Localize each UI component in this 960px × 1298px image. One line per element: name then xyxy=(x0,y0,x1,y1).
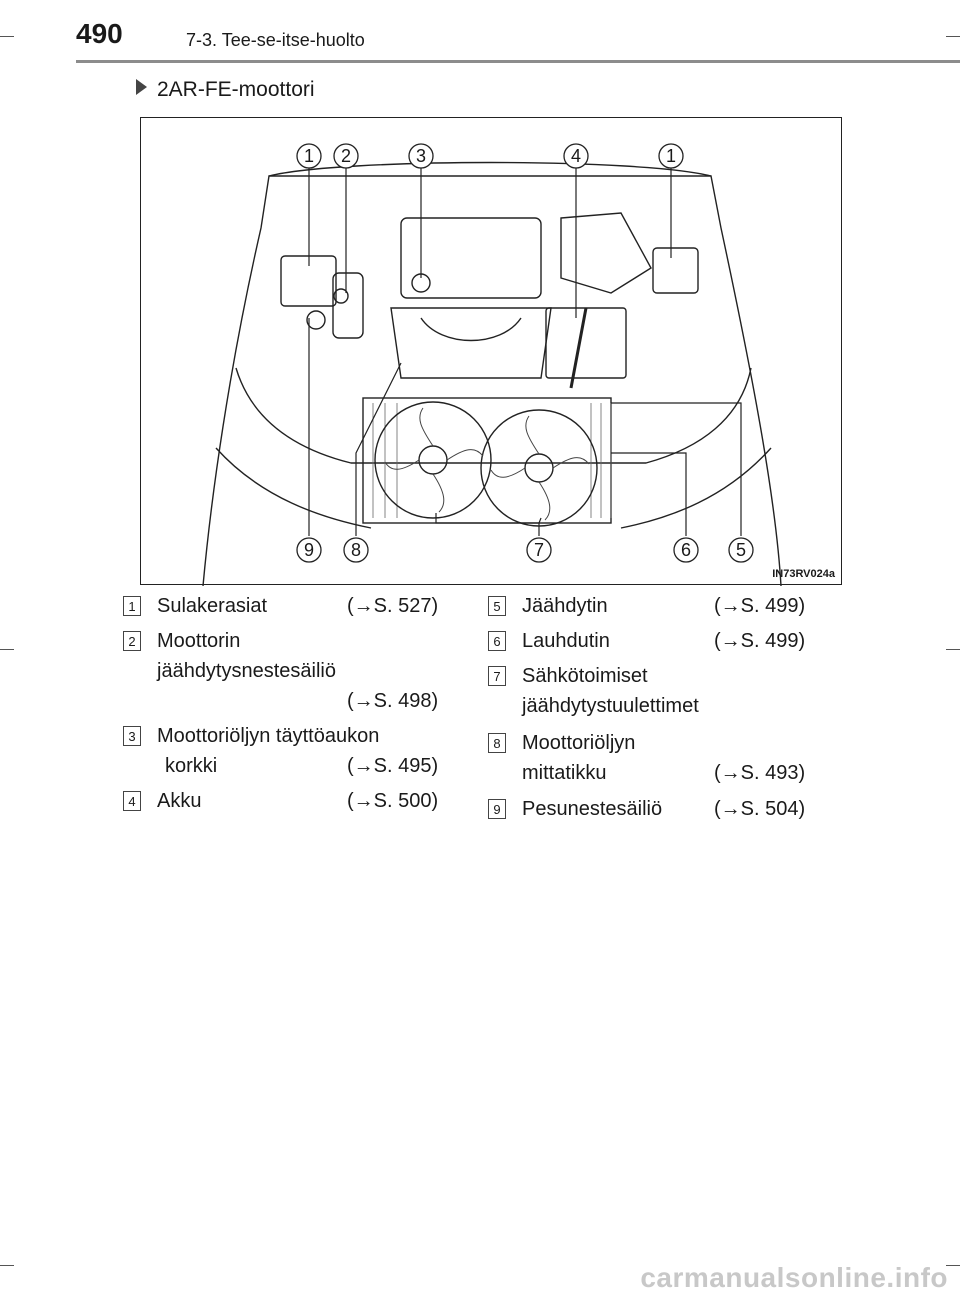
page-ref: (→S. 499) xyxy=(714,595,806,617)
triangle-bullet-icon xyxy=(136,79,147,95)
legend-label: jäähdytystuulettimet xyxy=(522,695,699,717)
legend-badge: 8 xyxy=(488,733,506,753)
legend-badge: 4 xyxy=(123,791,141,811)
callout-bottom-4: 6 xyxy=(681,540,691,560)
legend-item-8: 8 Moottoriöljyn mittatikku (→S. 493) xyxy=(488,728,805,788)
legend-label: Sulakerasiat xyxy=(157,595,268,617)
legend-badge: 3 xyxy=(123,726,141,746)
subheading-text: 2AR-FE-moottori xyxy=(157,78,315,101)
legend-label: Lauhdutin xyxy=(522,630,610,652)
page-ref: (→S. 527) xyxy=(347,595,439,617)
crop-mark xyxy=(946,1265,960,1266)
callout-top-3: 3 xyxy=(416,146,426,166)
legend-item-4: 4 Akku (→S. 500) xyxy=(123,786,438,816)
header-rule xyxy=(76,60,960,63)
section-title: 7-3. Tee-se-itse-huolto xyxy=(186,30,365,50)
legend-label: Jäähdytin xyxy=(522,595,608,617)
crop-mark xyxy=(0,1265,14,1266)
callout-top-5: 1 xyxy=(666,146,676,166)
legend-label: Moottoriöljyn xyxy=(522,732,636,754)
crop-mark xyxy=(0,649,14,650)
callout-bottom-3: 7 xyxy=(534,540,544,560)
crop-mark xyxy=(946,649,960,650)
engine-bay-figure: 1 2 3 4 1 9 8 7 6 5 IN73RV024a xyxy=(140,117,842,586)
callout-bottom-1: 9 xyxy=(304,540,314,560)
legend-label: jäähdytysnestesäiliö xyxy=(157,660,336,682)
legend-label: Sähkötoimiset xyxy=(522,665,648,687)
callout-top-1: 1 xyxy=(304,146,314,166)
legend-badge: 5 xyxy=(488,596,506,616)
legend-badge: 1 xyxy=(123,596,141,616)
page-ref: (→S. 495) xyxy=(347,755,439,777)
page-ref: (→S. 493) xyxy=(714,762,806,784)
page-ref: (→S. 504) xyxy=(714,798,806,820)
engine-bay-illustration: 1 2 3 4 1 9 8 7 6 5 xyxy=(202,143,782,586)
legend-item-9: 9 Pesunestesäiliö (→S. 504) xyxy=(488,794,805,824)
legend-label: Moottoriöljyn täyttöaukon xyxy=(157,725,380,747)
page-ref: (→S. 498) xyxy=(347,690,439,712)
legend-label: Pesunestesäiliö xyxy=(522,798,663,820)
legend-badge: 6 xyxy=(488,631,506,651)
crop-mark xyxy=(0,36,14,37)
callout-bottom-5: 5 xyxy=(736,540,746,560)
page-number: 490 xyxy=(76,18,123,49)
crop-mark xyxy=(946,36,960,37)
callout-top-4: 4 xyxy=(571,146,581,166)
legend-badge: 7 xyxy=(488,666,506,686)
legend-label: Akku xyxy=(157,790,202,812)
legend-item-5: 5 Jäähdytin (→S. 499) xyxy=(488,591,805,621)
callout-top-2: 2 xyxy=(341,146,351,166)
legend-label: korkki xyxy=(165,755,218,777)
legend-badge: 9 xyxy=(488,799,506,819)
legend-label: mittatikku xyxy=(522,762,607,784)
legend-item-7: 7 Sähkötoimiset jäähdytystuulettimet xyxy=(488,661,699,721)
watermark: carmanualsonline.info xyxy=(640,1262,948,1293)
page-ref: (→S. 500) xyxy=(347,790,439,812)
legend-item-1: 1 Sulakerasiat (→S. 527) xyxy=(123,591,438,621)
legend-item-2: 2 Moottorin jäähdytysnestesäiliö (→S. 49… xyxy=(123,626,438,712)
legend-item-3: 3 Moottoriöljyn täyttöaukon korkki (→S. … xyxy=(123,721,438,781)
subheading: 2AR-FE-moottori xyxy=(136,78,315,102)
callout-bottom-2: 8 xyxy=(351,540,361,560)
page-ref: (→S. 499) xyxy=(714,630,806,652)
figure-code: IN73RV024a xyxy=(772,568,835,580)
legend-badge: 2 xyxy=(123,631,141,651)
legend-label: Moottorin xyxy=(157,630,241,652)
legend-item-6: 6 Lauhdutin (→S. 499) xyxy=(488,626,805,656)
